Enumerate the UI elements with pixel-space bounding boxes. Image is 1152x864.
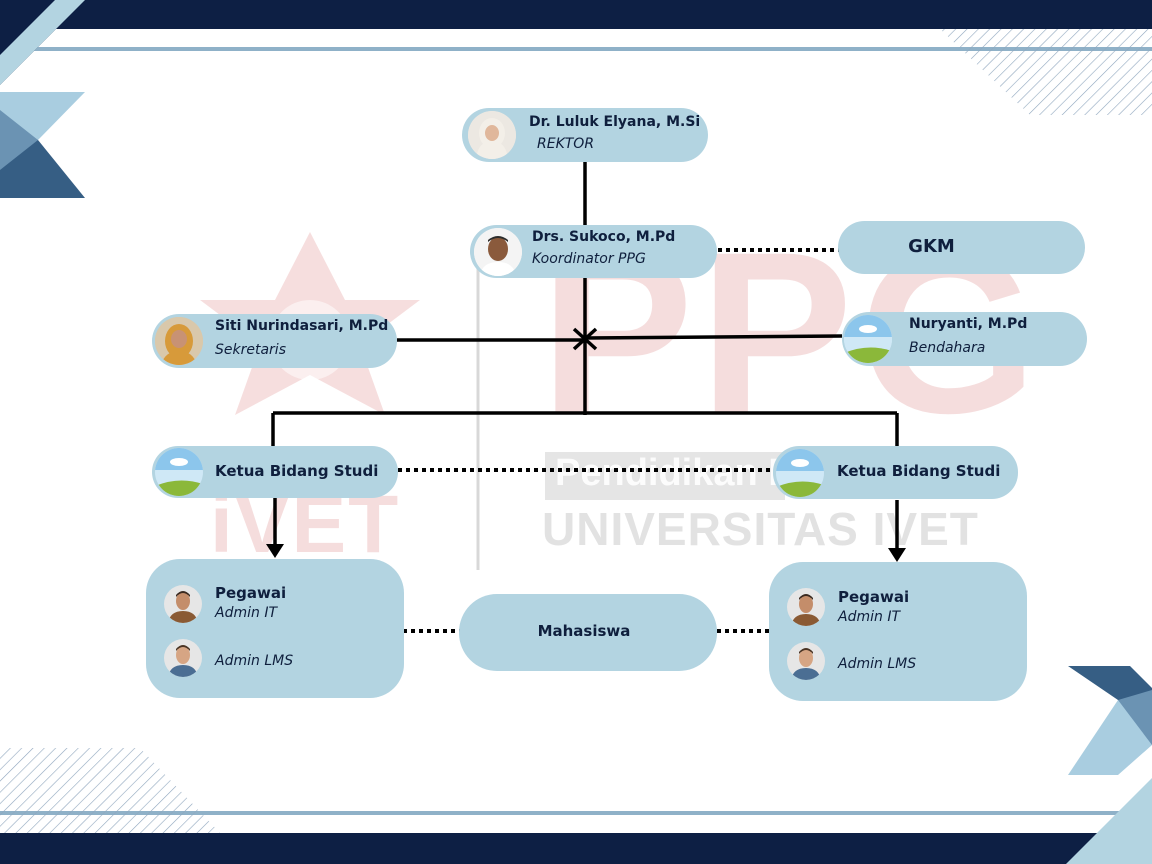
watermark-university: UNIVERSITAS IVET — [542, 503, 979, 555]
bendahara-name: Nuryanti, M.Pd — [909, 316, 1028, 332]
sekretaris-node: Siti Nurindasari, M.Pd Sekretaris — [152, 314, 397, 368]
pegawai-left-title: Pegawai — [215, 584, 287, 602]
ketua-left-avatar — [155, 448, 203, 496]
admin-it-left-avatar — [164, 585, 202, 623]
admin-lms-right-avatar — [787, 642, 825, 680]
bendahara-role: Bendahara — [909, 340, 986, 356]
pegawai-right-role1: Admin IT — [838, 609, 900, 625]
ketua-bidang-studi-left-node: Ketua Bidang Studi — [152, 446, 398, 498]
koordinator-avatar — [474, 228, 522, 276]
watermark-subtitle: Pendidikan P — [555, 452, 794, 494]
ketua-right-label: Ketua Bidang Studi — [837, 462, 1001, 480]
person-photo-icon — [155, 317, 203, 365]
ketua-bidang-studi-right-node: Ketua Bidang Studi — [773, 446, 1018, 499]
mahasiswa-label: Mahasiswa — [537, 622, 631, 640]
pegawai-left-node: Pegawai Admin IT Admin LMS — [146, 559, 404, 698]
admin-it-right-avatar — [787, 588, 825, 626]
pegawai-right-role2: Admin LMS — [838, 656, 917, 672]
person-photo-icon — [787, 642, 825, 680]
koordinator-role: Koordinator PPG — [532, 251, 646, 267]
sekretaris-name: Siti Nurindasari, M.Pd — [215, 318, 389, 334]
admin-lms-left-avatar — [164, 639, 202, 677]
ketua-right-avatar — [776, 449, 824, 497]
pegawai-left-role2: Admin LMS — [215, 653, 294, 669]
rektor-node: Dr. Luluk Elyana, M.Si REKTOR — [462, 108, 708, 162]
person-photo-icon — [164, 639, 202, 677]
gkm-node: GKM — [838, 221, 1085, 274]
bendahara-avatar — [844, 315, 892, 363]
koordinator-node: Drs. Sukoco, M.Pd Koordinator PPG — [470, 225, 717, 278]
sekretaris-role: Sekretaris — [215, 342, 286, 358]
pegawai-right-node: Pegawai Admin IT Admin LMS — [769, 562, 1027, 701]
rektor-role: REKTOR — [537, 136, 595, 152]
bendahara-node: Nuryanti, M.Pd Bendahara — [842, 312, 1087, 366]
person-photo-icon — [474, 228, 522, 276]
sekretaris-avatar — [155, 317, 203, 365]
pegawai-left-role1: Admin IT — [215, 605, 277, 621]
koordinator-name: Drs. Sukoco, M.Pd — [532, 229, 676, 245]
pegawai-right-title: Pegawai — [838, 588, 910, 606]
mahasiswa-node: Mahasiswa — [459, 594, 717, 671]
landscape-placeholder-icon — [776, 449, 824, 497]
gkm-label: GKM — [908, 236, 955, 257]
person-photo-icon — [787, 588, 825, 626]
person-photo-icon — [164, 585, 202, 623]
ketua-left-label: Ketua Bidang Studi — [215, 462, 379, 480]
person-photo-icon — [468, 111, 516, 159]
landscape-placeholder-icon — [155, 448, 203, 496]
landscape-placeholder-icon — [844, 315, 892, 363]
rektor-avatar — [468, 111, 516, 159]
rektor-name: Dr. Luluk Elyana, M.Si — [529, 114, 701, 130]
